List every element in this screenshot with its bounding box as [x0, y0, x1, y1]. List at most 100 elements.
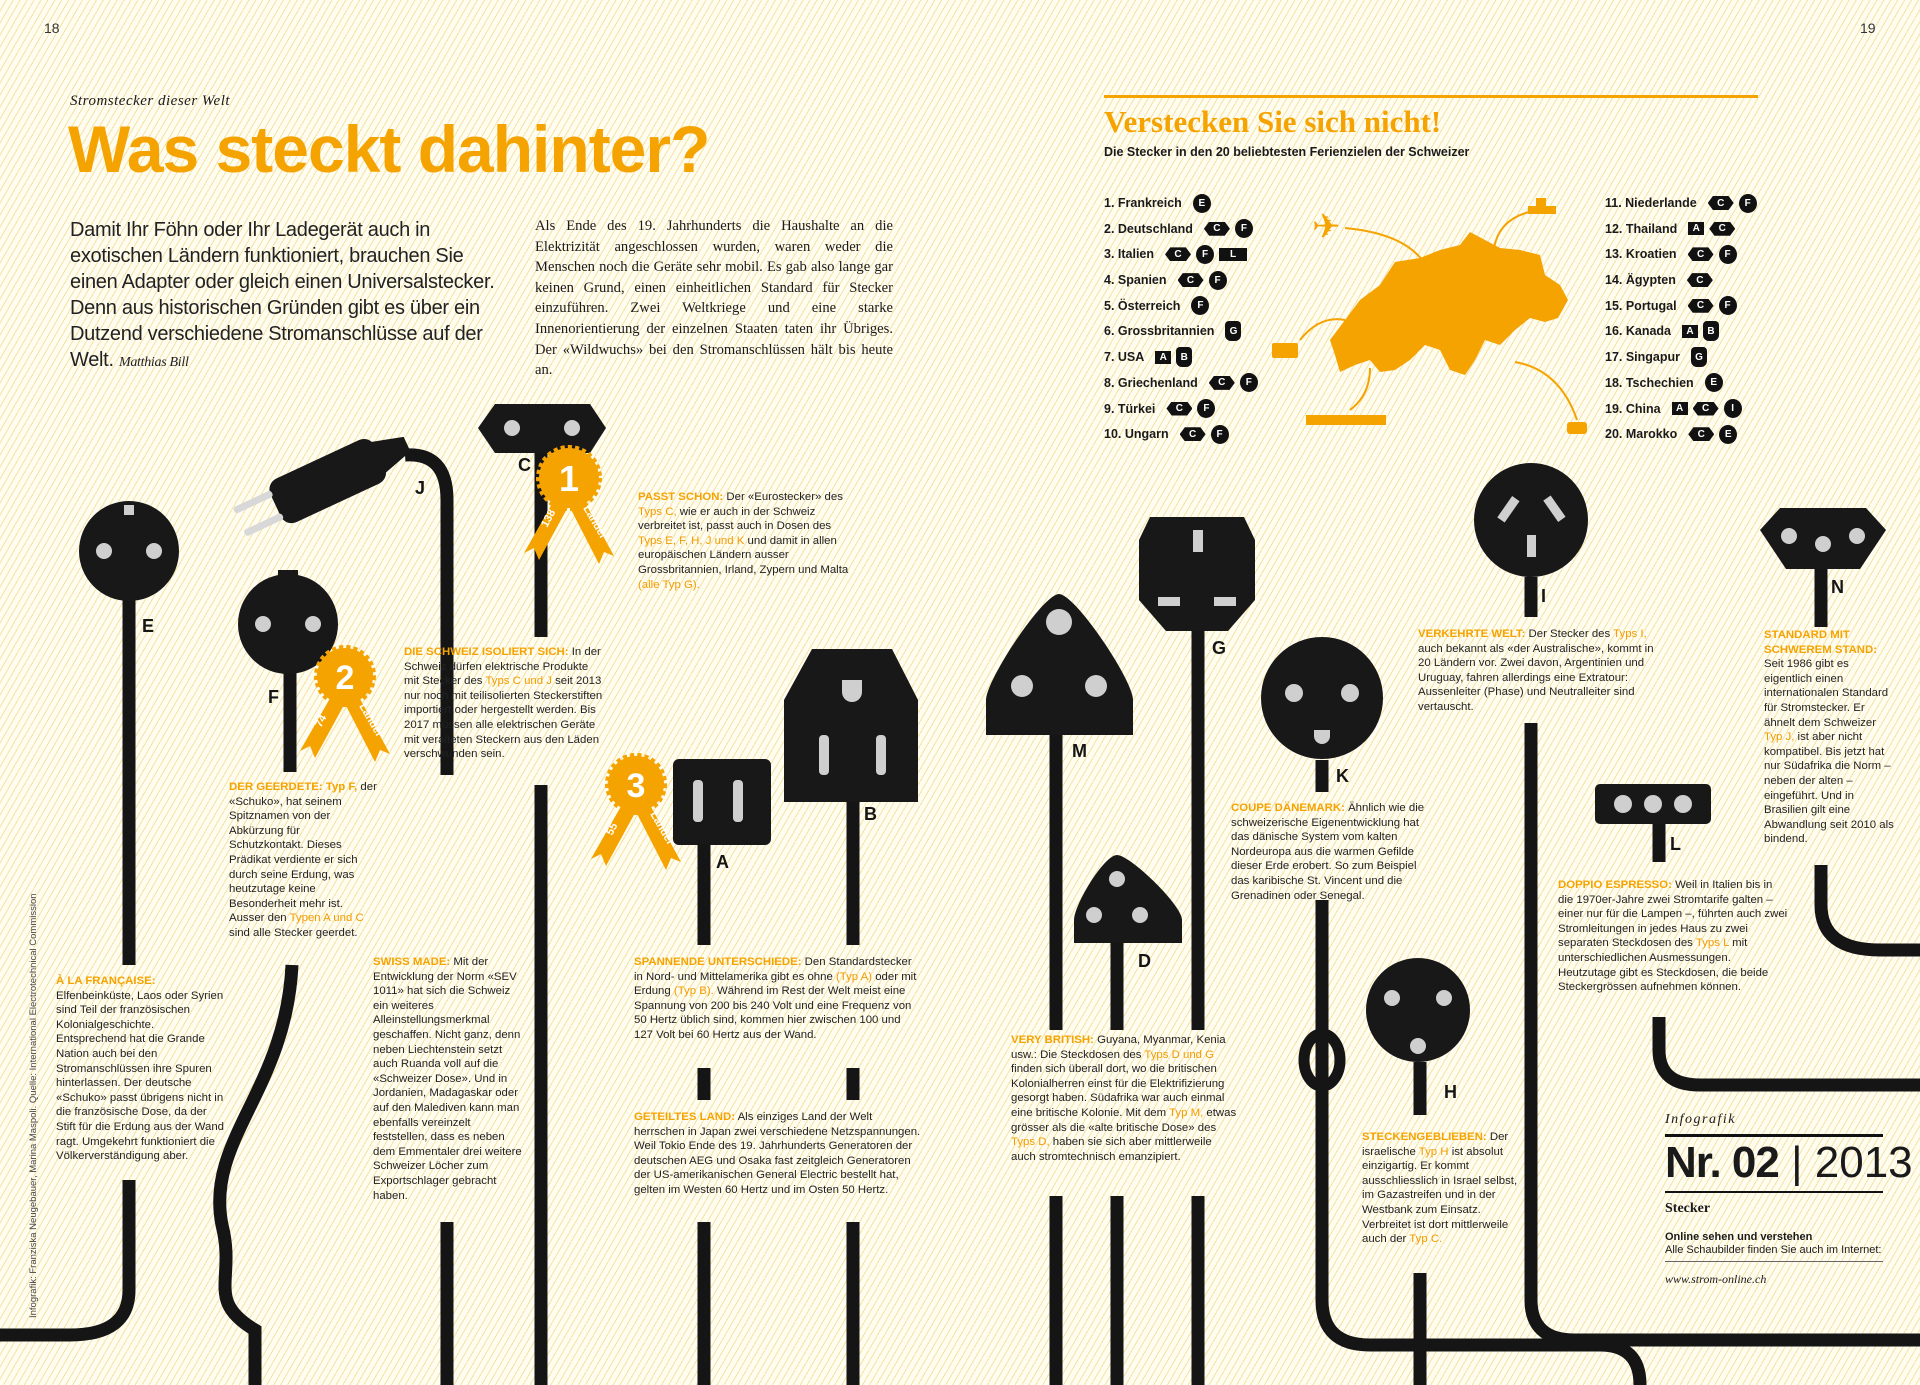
credit-line: Infografik: Franziska Neugebauer, Marina…	[28, 893, 39, 1318]
note-highlight: Typs D,	[1011, 1136, 1050, 1149]
note-highlight: Typs C,	[638, 505, 677, 518]
note-highlight: (Typ A)	[835, 970, 873, 983]
note-text: seit 2013 nur noch mit teilisolierten St…	[404, 675, 603, 761]
lead-text: Damit Ihr Föhn oder Ihr Ladegerät auch i…	[70, 219, 495, 371]
plug-type-badge: F	[1239, 373, 1258, 393]
note-geteiltes-land: GETEILTES LAND: Als einziges Land der We…	[634, 1110, 926, 1198]
plug-type-n	[1760, 508, 1886, 569]
info-box: Infografik Nr. 02 | 2013 Stecker Online …	[1665, 1112, 1913, 1287]
plug-type-badge: B	[1703, 321, 1720, 342]
travel-arcs	[1299, 209, 1578, 421]
info-topic: Stecker	[1665, 1201, 1711, 1216]
plug-type-badge: F	[1191, 296, 1210, 316]
country-name: 20. Marokko	[1605, 427, 1678, 442]
note-label: STANDARD MIT SCHWEREM STAND:	[1764, 629, 1878, 656]
note-highlight: Typs E, F, H, J und K	[638, 534, 745, 547]
plug-type-badge: F	[1718, 296, 1737, 316]
plug-type-a	[673, 759, 771, 845]
note-text: Seit 1986 gibt es eigentlich einen inter…	[1764, 658, 1889, 729]
note-text: oder mit Erdung	[634, 970, 917, 998]
note-text: haben sie sich aber mittlerweile auch st…	[1011, 1136, 1212, 1163]
plug-type-badge: C	[1707, 196, 1734, 210]
country-name: 2. Deutschland	[1104, 221, 1193, 236]
plug-type-badge: C	[1203, 221, 1230, 236]
issue-number: Nr. 02 | 2013	[1665, 1134, 1913, 1193]
country-name: 14. Ägypten	[1605, 273, 1676, 288]
plug-type-badge: E	[1192, 193, 1211, 213]
issue-year: 2013	[1814, 1138, 1913, 1187]
country-name: 6. Grossbritannien	[1104, 324, 1215, 339]
plug-heads	[79, 404, 1886, 1062]
country-name: 8. Griechenland	[1104, 375, 1198, 390]
online-text: Alle Schaubilder finden Sie auch im Inte…	[1665, 1244, 1882, 1256]
note-coupe-daenemark: COUPE DÄNEMARK: Ähnlich wie die schweize…	[1231, 801, 1429, 903]
note-label: PASST SCHON:	[638, 491, 724, 503]
plug-type-i	[1474, 463, 1588, 577]
plug-label-k: K	[1336, 766, 1349, 786]
cables	[0, 448, 1920, 1385]
country-name: 3. Italien	[1104, 247, 1155, 262]
note-steckengeblieben: STECKENGEBLIEBEN: Der israelische Typ H …	[1362, 1130, 1522, 1247]
note-text: Den Standardstecker in Nord- und Mittela…	[634, 956, 912, 983]
note-text: der «Schuko», hat seinem Spitznamen von …	[229, 781, 377, 925]
plug-type-badge: C	[1687, 247, 1714, 262]
note-label: DOPPIO ESPRESSO:	[1558, 879, 1672, 891]
note-label: GETEILTES LAND:	[634, 1111, 736, 1123]
note-highlight: Typs I,	[1613, 628, 1647, 640]
plug-type-badge: C	[1686, 273, 1713, 288]
plug-type-g	[1139, 517, 1255, 631]
plug-type-badge: E	[1704, 373, 1723, 393]
plug-label-n: N	[1831, 577, 1844, 597]
plug-type-badge: F	[1234, 219, 1253, 239]
plug-type-badge: C	[1166, 401, 1193, 416]
plug-label-a: A	[716, 852, 729, 872]
country-name: 9. Türkei	[1104, 401, 1156, 416]
badge-rank: 1	[559, 458, 579, 499]
rank-badge-1: 1 138 Länder	[524, 445, 614, 564]
note-label: À LA FRANÇAISE:	[56, 975, 156, 987]
website-link[interactable]: www.strom-online.ch	[1665, 1272, 1767, 1286]
plug-type-badge: A	[1671, 402, 1688, 415]
plug-type-badge: C	[1165, 247, 1192, 262]
train-icon	[1306, 415, 1386, 425]
plug-label-c: C	[518, 455, 531, 475]
note-text: Mit der Entwicklung der Norm «SEV 1011» …	[373, 956, 522, 1202]
note-text: mit unterschiedlichen Ausmessungen. Heut…	[1558, 937, 1769, 994]
note-highlight: Typs C und J	[485, 675, 552, 688]
plug-type-m	[986, 594, 1133, 735]
plug-type-e	[79, 501, 179, 601]
note-text: In der Schweiz dürfen elektrische Produk…	[404, 646, 601, 688]
kicker: Stromstecker dieser Welt	[70, 93, 231, 109]
badge-rank: 2	[336, 659, 355, 697]
country-name: 16. Kanada	[1605, 324, 1672, 339]
plug-type-k	[1261, 637, 1383, 759]
country-name: 13. Kroatien	[1605, 247, 1677, 262]
plug-type-badge: F	[1197, 399, 1216, 418]
country-item: 14. Ägypten C	[1605, 270, 1757, 290]
ranking-header: Verstecken Sie sich nicht! Die Stecker i…	[1104, 95, 1758, 159]
plug-label-f: F	[268, 687, 279, 707]
plug-type-badge: L	[1219, 247, 1248, 261]
note-text: Der israelische	[1362, 1131, 1509, 1158]
note-label: SPANNENDE UNTERSCHIEDE:	[634, 956, 802, 968]
note-spannende-unterschiede: SPANNENDE UNTERSCHIEDE: Den Standardstec…	[634, 955, 922, 1043]
note-text: ist aber nicht kompatibel. Bis jetzt hat…	[1764, 731, 1894, 846]
plug-label-m: M	[1072, 741, 1087, 761]
plug-type-badge: F	[1196, 244, 1215, 264]
note-text: Während im Rest der Welt meist eine Span…	[634, 985, 912, 1041]
plug-type-badge: E	[1719, 424, 1738, 444]
country-name: 1. Frankreich	[1104, 196, 1182, 210]
note-very-british: VERY BRITISH: Guyana, Myanmar, Kenia usw…	[1011, 1033, 1239, 1164]
